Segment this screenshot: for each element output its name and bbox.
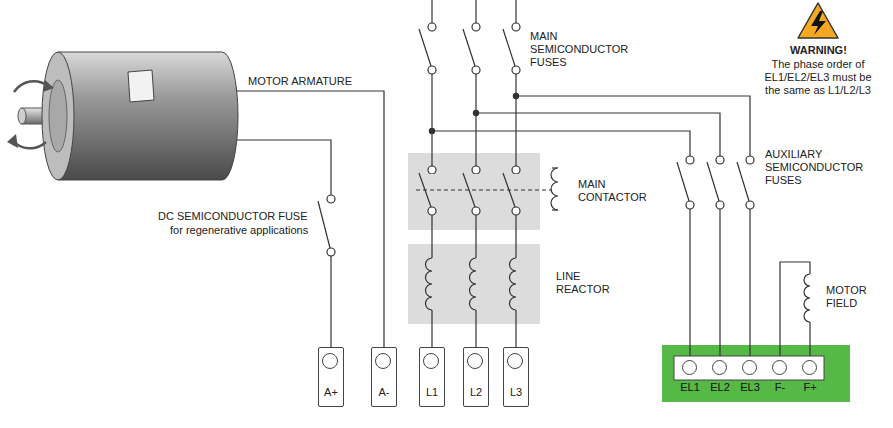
control-terminal: EL1 [677,359,703,399]
terminal-label: EL2 [703,381,737,394]
part-label: WARNING! [790,44,847,57]
junction-dot [473,110,478,115]
wire-gap [474,31,478,66]
terminal-label: A- [372,386,396,399]
contact-terminal [428,207,436,215]
aux-wire [516,96,750,356]
control-terminal: F- [767,359,793,399]
terminal-screw [375,353,391,369]
terminal-label: EL1 [673,381,707,394]
junction-dot [429,128,434,133]
fuse-terminal [428,66,436,74]
contact-terminal [512,207,520,215]
wire-gap [748,164,752,201]
wire-gap [514,31,518,66]
terminal-screw [682,360,697,375]
coil-symbol [804,274,810,322]
reactor-box [408,244,540,324]
terminal-label: A+ [319,386,343,399]
fuse-blade [737,162,749,201]
fuse-terminal [472,66,480,74]
fuse-blade [419,29,431,66]
coil-symbol [510,258,516,310]
control-terminal: EL2 [707,359,733,399]
terminal-block: A- [371,347,397,407]
terminal-block: L1 [419,347,445,407]
fuse-terminal [512,66,520,74]
part-label: MOTOR ARMATURE [248,75,352,88]
terminal-strip [674,356,824,380]
control-terminal: F+ [797,359,823,399]
part-label: MAIN CONTACTOR [578,178,647,204]
coil-symbol [551,168,558,210]
part-label: LINE REACTOR [556,270,610,296]
terminal-label: EL3 [733,381,767,394]
part-label: The phase order of EL1/EL2/EL3 must be t… [764,58,872,97]
part-label: MOTOR FIELD [826,284,867,310]
terminal-screw [322,353,338,369]
terminal-label: F+ [793,381,827,394]
fuse-blade [318,201,330,248]
terminal-screw [467,353,483,369]
contact-terminal [472,166,480,174]
wire-gap [430,31,434,66]
terminal-label: L2 [464,386,488,399]
fuse-terminal [746,156,754,164]
contact-terminal [428,166,436,174]
fuse-blade [707,162,719,201]
terminal-screw [772,360,787,375]
terminal-screw [802,360,817,375]
aux-wire [432,131,690,356]
terminal-block: A+ [318,347,344,407]
field-wire [780,262,810,356]
fuse-terminal [428,23,436,31]
fuse-blade [463,29,475,66]
wire-gap [556,168,560,210]
fuse-terminal [327,195,335,203]
contact-terminal [512,166,520,174]
terminal-screw [507,353,523,369]
coil-symbol [426,258,433,310]
part-label: AUXILIARY SEMICONDUCTOR FUSES [765,148,863,187]
aux-wire [476,113,720,356]
fuse-terminal [716,156,724,164]
coil-wire [552,209,558,210]
wires [236,0,812,356]
junction-dot [513,93,518,98]
wire-gap [329,203,333,248]
fuse-blade [677,162,689,201]
armature-wire [237,140,331,347]
fuse-terminal [512,23,520,31]
fuse-terminal [686,156,694,164]
fuse-terminal [327,248,335,256]
terminal-screw [712,360,727,375]
terminal-block: L2 [463,347,489,407]
fuse-terminal [746,201,754,209]
terminal-label: L3 [504,386,528,399]
terminal-label: L1 [420,386,444,399]
fuse-terminal [716,201,724,209]
coil-symbol [470,258,476,310]
motor-illustration [7,52,238,180]
wire-gap [718,164,722,201]
warning-sign [798,3,838,38]
terminal-screw [423,353,439,369]
contactor-box [408,153,540,230]
fuse-blade [503,29,515,66]
fuse-terminal [686,201,694,209]
fuse-terminal [472,23,480,31]
contact-terminal [472,207,480,215]
part-label: DC SEMICONDUCTOR FUSE [158,210,308,223]
contactor-linkage [416,189,552,190]
part-label: for regenerative applications [170,224,308,237]
terminal-block: L3 [503,347,529,407]
wire-gap [688,164,692,201]
terminal-label: F- [763,381,797,394]
part-label: MAIN SEMICONDUCTOR FUSES [530,30,628,69]
terminal-screw [742,360,757,375]
control-terminal: EL3 [737,359,763,399]
